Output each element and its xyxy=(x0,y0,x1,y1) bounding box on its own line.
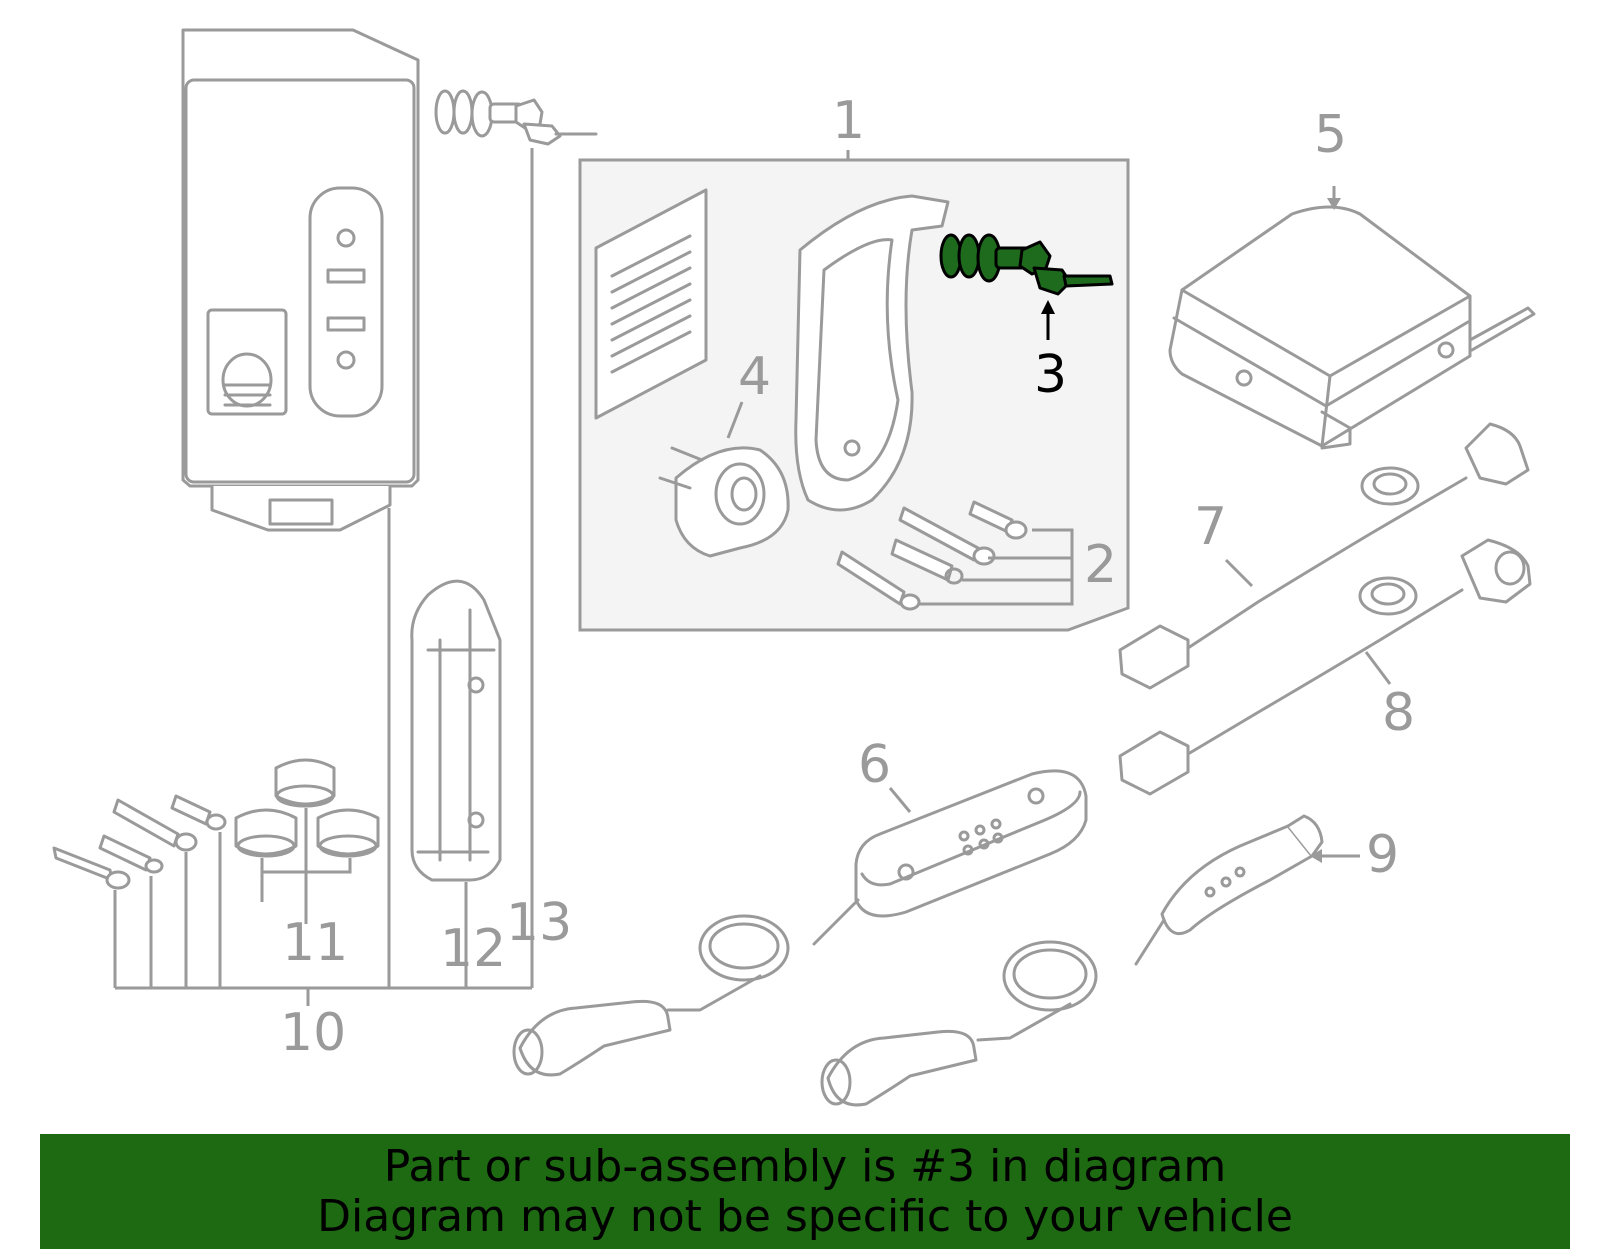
callout-1: 1 xyxy=(832,91,865,151)
adapter-cable-7 xyxy=(1118,422,1530,690)
leader-lines-left xyxy=(113,148,534,1006)
callout-6: 6 xyxy=(858,735,891,795)
caps-11 xyxy=(234,758,380,858)
callout-13: 13 xyxy=(506,893,572,953)
banner-line-2: Diagram may not be specific to your vehi… xyxy=(317,1191,1293,1242)
banner-line-1: Part or sub-assembly is #3 in diagram xyxy=(383,1141,1227,1192)
callout-7: 7 xyxy=(1194,497,1227,557)
callout-9: 9 xyxy=(1366,825,1399,885)
lock-cylinder-3-highlighted xyxy=(939,233,1114,340)
callout-3: 3 xyxy=(1034,345,1067,405)
callout-numbers: 1 2 3 4 5 6 7 8 9 10 11 12 13 xyxy=(280,91,1415,1063)
charging-cable-6 xyxy=(512,769,1088,1077)
callout-2: 2 xyxy=(1084,535,1117,595)
lock-cylinder-13 xyxy=(434,89,598,146)
callout-5: 5 xyxy=(1314,105,1347,165)
callout-12: 12 xyxy=(440,919,506,979)
wallbox-housing xyxy=(181,28,420,532)
storage-case-5 xyxy=(1168,186,1536,450)
callout-4: 4 xyxy=(738,347,771,407)
info-banner: Part or sub-assembly is #3 in diagram Di… xyxy=(40,1134,1570,1249)
adapter-cable-8 xyxy=(1118,538,1532,796)
wall-holder-12 xyxy=(410,579,502,882)
callout-11: 11 xyxy=(282,913,348,973)
callout-8: 8 xyxy=(1382,683,1415,743)
fasteners-10 xyxy=(52,794,227,890)
callout-10: 10 xyxy=(280,1003,346,1063)
charging-cable-9 xyxy=(820,814,1360,1107)
